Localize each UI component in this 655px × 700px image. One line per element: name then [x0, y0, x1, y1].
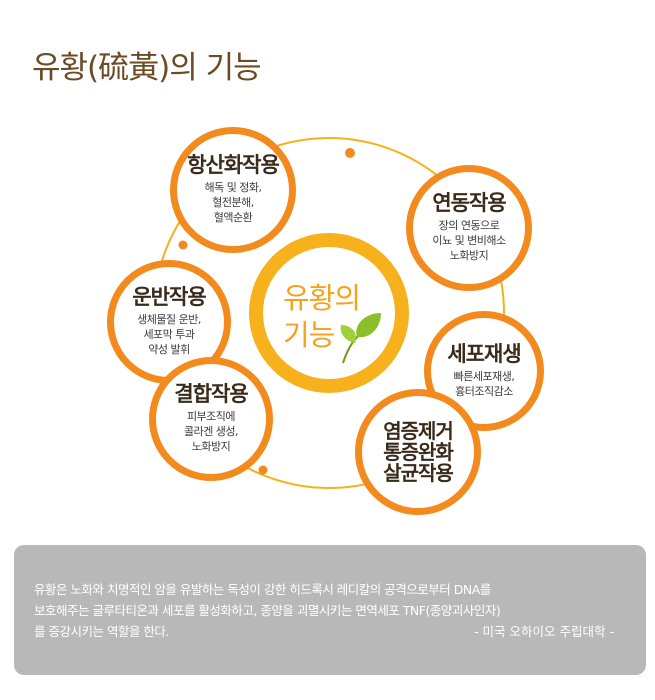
page-title: 유황(硫黃)의 기능: [32, 50, 262, 86]
leaf-icon: [340, 313, 381, 364]
connector-dot: [178, 240, 188, 250]
node-title: 연동작용: [432, 191, 506, 216]
node-title-line: 통증완화: [383, 439, 454, 464]
center-label-line1: 유황의: [283, 281, 361, 315]
info-source: - 미국 오하이오 주립대학 -: [474, 624, 614, 639]
function-node-antioxidant: 항산화작용 해독 및 정화,혈전분해,혈액순환: [170, 127, 296, 253]
connector-dot: [345, 148, 355, 158]
connector-dot: [258, 465, 268, 475]
node-title-line: 염증제거: [383, 418, 454, 443]
node-title: 운반작용: [132, 285, 206, 310]
info-box: 유황은 노화와 치명적인 암을 유발하는 독성이 강한 히드록시 레디칼의 공격…: [14, 545, 646, 675]
node-title: 항산화작용: [187, 153, 280, 178]
function-node-cell-regeneration: 세포재생 빠른세포재생,흉터조직감소: [424, 311, 544, 431]
node-description: 해독 및 정화,혈전분해,혈액순환: [204, 181, 262, 224]
node-title: 세포재생: [447, 341, 521, 366]
function-node-anti-inflammation: 염증제거 통증완화 살균작용: [355, 389, 481, 515]
info-text: 유황은 노화와 치명적인 암을 유발하는 독성이 강한 히드록시 레디칼의 공격…: [34, 582, 501, 639]
node-title: 결합작용: [174, 382, 248, 407]
node-description: 빠른세포재생,흉터조직감소: [453, 369, 515, 398]
node-title-line: 살균작용: [383, 460, 454, 485]
center-label-line2: 기능: [283, 318, 335, 352]
center-circle: 유황의 기능: [249, 233, 409, 393]
